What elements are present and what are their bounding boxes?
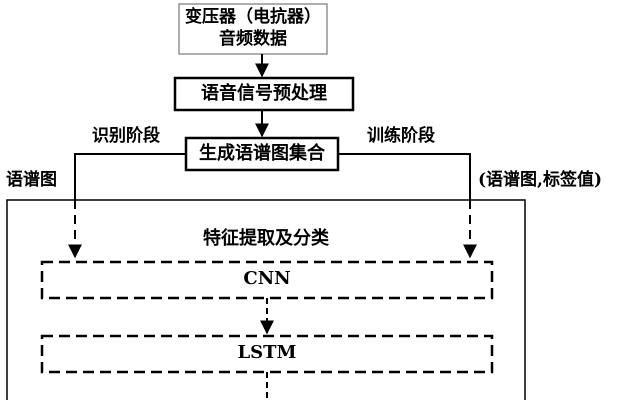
cnn-box xyxy=(40,260,494,300)
source-line1: 变压器（电抗器） xyxy=(185,7,321,27)
cnn-label: CNN xyxy=(243,268,291,289)
input-identify-label: 语谱图 xyxy=(6,170,57,190)
feature-module-container xyxy=(6,199,526,400)
train-branch-line xyxy=(338,153,471,200)
phase-train-label: 训练阶段 xyxy=(367,126,435,146)
phase-identify-label: 识别阶段 xyxy=(92,126,160,146)
preprocess-label: 语音信号预处理 xyxy=(201,83,327,104)
source-data-box xyxy=(178,3,328,55)
generate-label: 生成语谱图集合 xyxy=(199,143,325,164)
lstm-label: LSTM xyxy=(237,342,297,363)
module-title: 特征提取及分类 xyxy=(203,228,329,249)
lstm-box xyxy=(40,334,494,374)
identify-branch-line xyxy=(74,153,186,200)
source-line2: 音频数据 xyxy=(219,29,287,49)
preprocess-box xyxy=(173,76,355,112)
input-train-label: (语谱图,标签值) xyxy=(478,170,603,190)
